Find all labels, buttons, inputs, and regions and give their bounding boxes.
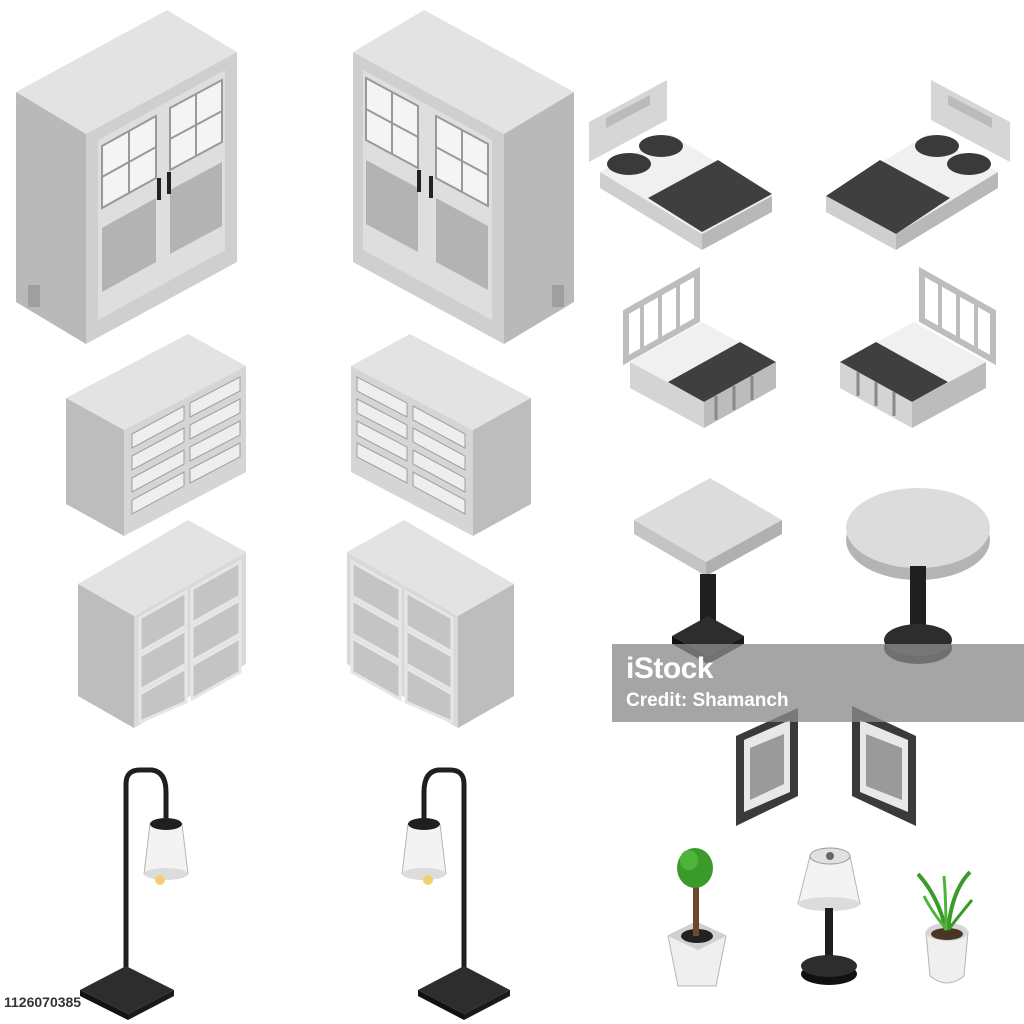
slatted-bed-right xyxy=(840,266,996,428)
picture-frame-left xyxy=(736,708,798,826)
wardrobe-left xyxy=(16,10,237,344)
potted-tree xyxy=(667,848,727,987)
chest-of-drawers-right xyxy=(351,334,531,536)
potted-plant xyxy=(916,870,974,984)
table-lamp xyxy=(797,847,861,985)
watermark-credit: Credit: Shamanch xyxy=(626,690,789,711)
stock-watermark: iStock Credit: Shamanch xyxy=(612,644,1024,722)
floor-lamp-right xyxy=(401,767,510,1020)
wardrobe-right xyxy=(353,10,574,344)
watermark-logo: iStock xyxy=(626,652,714,685)
slatted-bed-left xyxy=(623,266,776,428)
round-table xyxy=(846,488,990,664)
chest-of-drawers-left xyxy=(66,334,246,536)
double-bed-left xyxy=(589,80,772,250)
cube-shelf-left xyxy=(78,520,246,728)
cube-shelf-right xyxy=(347,520,514,728)
double-bed-right xyxy=(826,80,1010,250)
square-table xyxy=(634,478,782,664)
stock-image-id: 1126070385 xyxy=(4,994,82,1010)
floor-lamp-left xyxy=(80,767,189,1020)
picture-frame-right xyxy=(852,706,916,826)
